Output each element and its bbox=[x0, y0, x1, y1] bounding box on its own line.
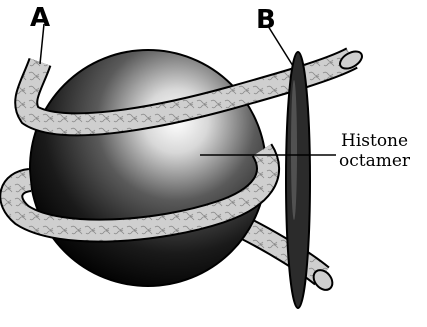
label-a: A bbox=[30, 3, 50, 33]
histone-label-line1: Histone bbox=[341, 131, 408, 151]
histone-label-line2: octamer bbox=[339, 151, 411, 171]
linker-histone-disc bbox=[286, 52, 310, 308]
label-b: B bbox=[256, 5, 276, 35]
